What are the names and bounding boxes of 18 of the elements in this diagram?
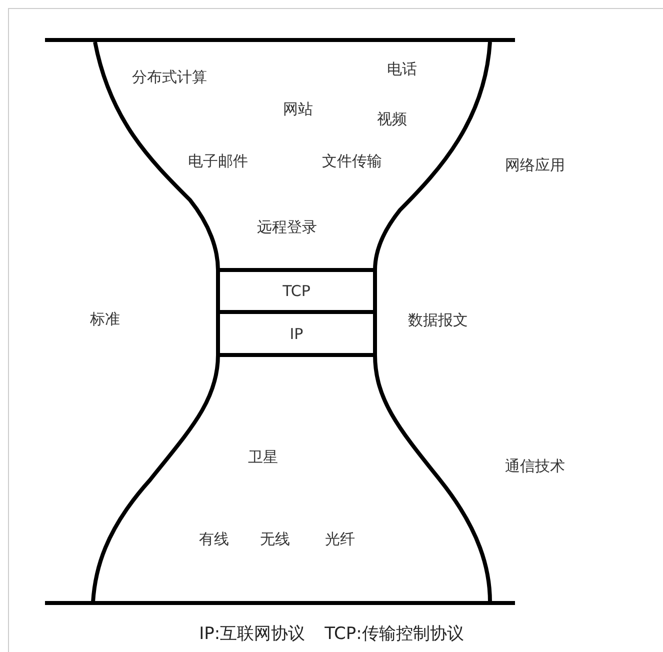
protocol-label: TCP: [282, 282, 310, 300]
label-text: 标准: [90, 310, 120, 329]
label-text: 远程登录: [257, 218, 317, 237]
label-text: 网站: [283, 100, 313, 119]
label-text: 文件传输: [322, 152, 382, 171]
label-text: 分布式计算: [132, 68, 207, 87]
label-text: 无线: [260, 530, 290, 549]
label-text: 视频: [377, 110, 407, 129]
label-text: 电话: [387, 60, 417, 79]
caption: IP:互联网协议 TCP:传输控制协议: [199, 624, 464, 644]
label-text: 网络应用: [505, 156, 565, 175]
label-text: 卫星: [248, 448, 278, 467]
protocol-label: IP: [290, 324, 304, 342]
label-text: 有线: [199, 530, 229, 549]
label-text: 光纤: [325, 530, 355, 549]
label-text: 电子邮件: [188, 152, 248, 171]
label-text: 数据报文: [408, 311, 468, 330]
label-text: 通信技术: [505, 457, 565, 476]
